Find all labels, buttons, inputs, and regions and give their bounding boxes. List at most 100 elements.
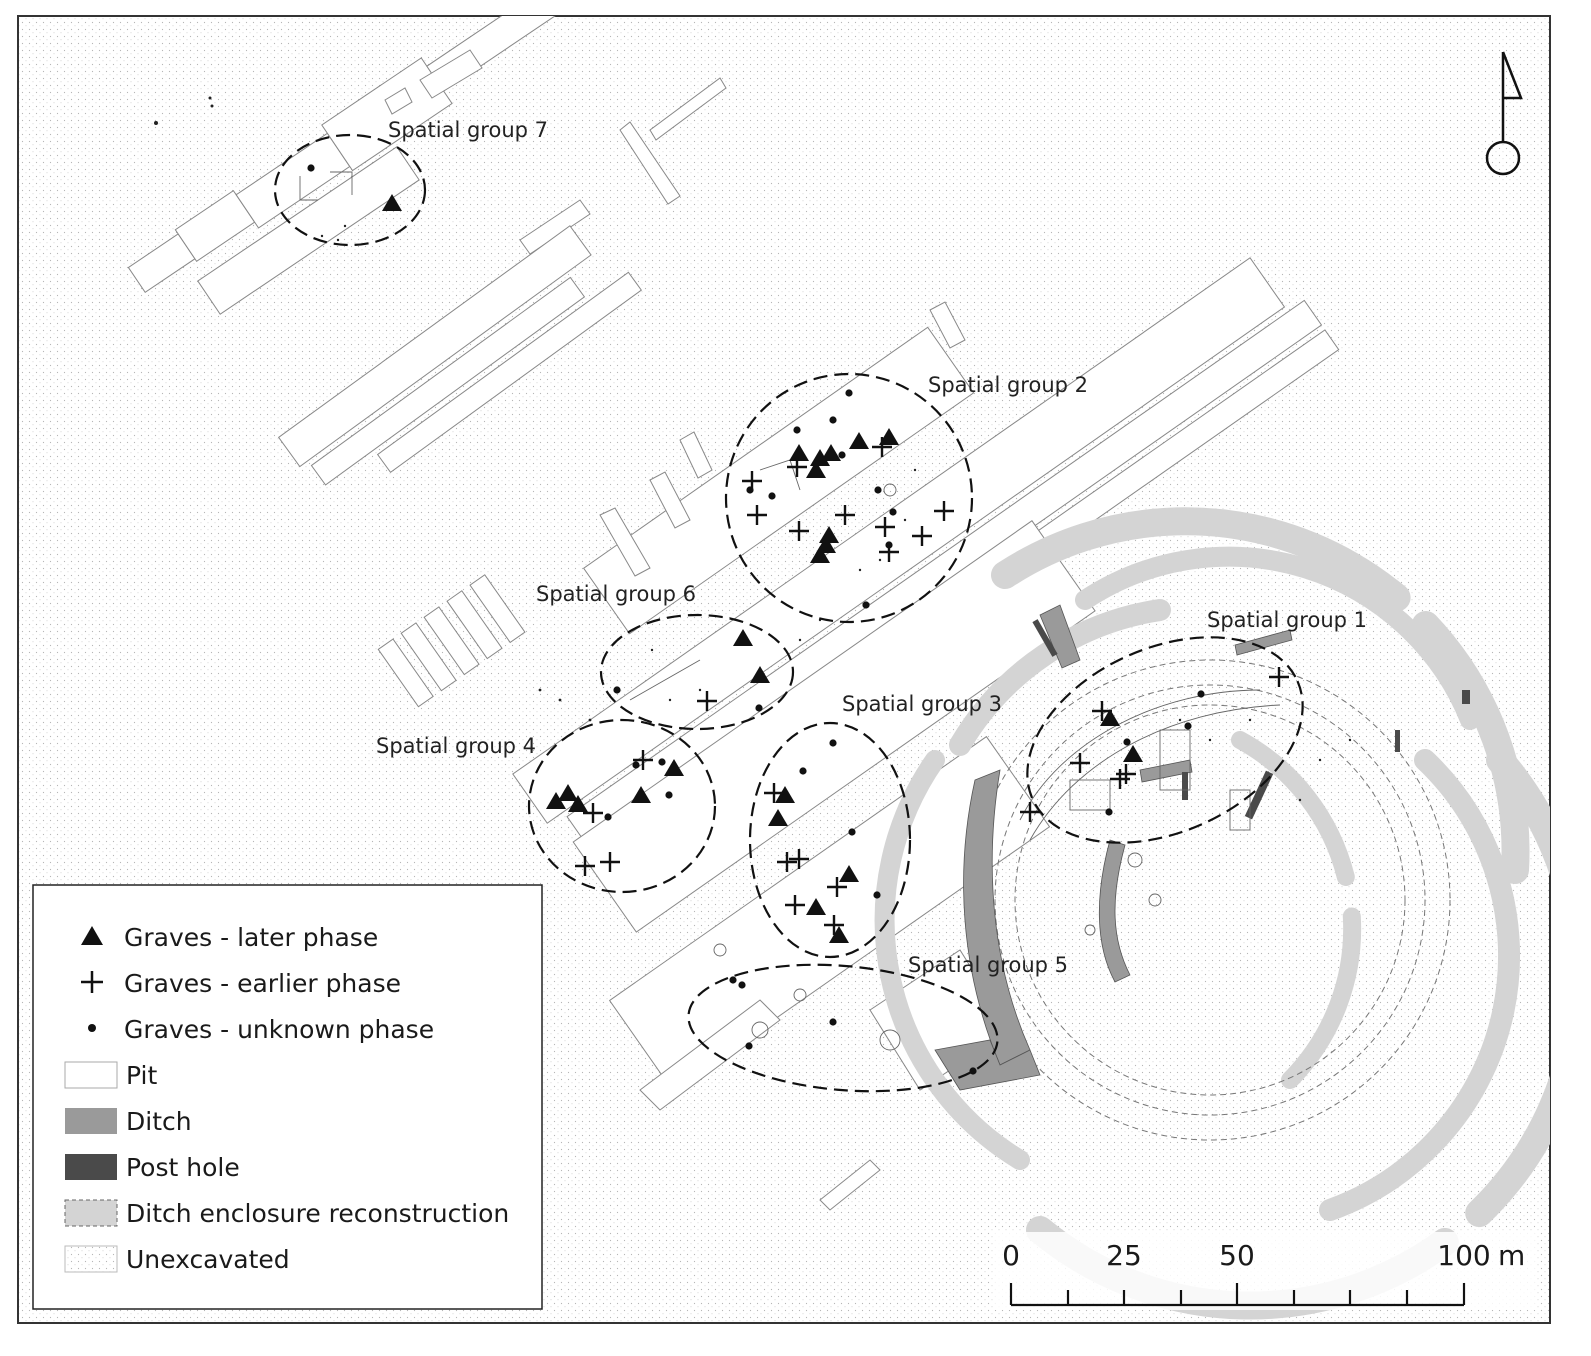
legend-label-reconstruction: Ditch enclosure reconstruction	[126, 1199, 509, 1228]
grave-unknown-phase-marker	[755, 704, 763, 712]
grave-unknown-phase-marker	[848, 828, 856, 836]
spatial-group-4-boundary	[527, 718, 717, 894]
legend-label-unexcavated: Unexcavated	[126, 1245, 290, 1274]
grave-later-phase-marker	[879, 428, 899, 445]
grave-earlier-phase-marker	[835, 505, 855, 525]
grave-unknown-phase-marker	[1184, 722, 1192, 730]
grave-unknown-phase-marker	[829, 416, 837, 424]
spatial-group-4-label: Spatial group 4	[376, 734, 536, 758]
grave-earlier-phase-marker	[583, 803, 603, 823]
unexcavated-swatch	[64, 1245, 118, 1273]
grave-later-phase-marker	[810, 546, 830, 563]
legend-label-ditch: Ditch	[126, 1107, 192, 1136]
spatial-group-5-label: Spatial group 5	[908, 953, 1068, 977]
grave-unknown-phase-marker	[1197, 690, 1205, 698]
grave-unknown-phase-marker	[632, 761, 640, 769]
grave-later-phase-marker	[839, 865, 859, 882]
grave-earlier-phase-marker	[872, 437, 892, 457]
grave-later-phase-marker	[810, 449, 830, 466]
spatial-group-6-label: Spatial group 6	[536, 582, 696, 606]
reconstruction-swatch	[64, 1199, 118, 1227]
grave-unknown-phase-marker	[889, 508, 897, 516]
grave-later-phase-marker	[382, 194, 402, 211]
grave-later-phase-marker	[546, 792, 566, 809]
grave-later-phase-marker	[768, 809, 788, 826]
spatial-group-7-boundary	[273, 133, 427, 247]
grave-unknown-phase-marker	[307, 164, 315, 172]
grave-earlier-phase-marker	[824, 915, 844, 935]
grave-unknown-phase-marker	[729, 976, 737, 984]
scale-tick-50: 50	[1219, 1239, 1255, 1272]
grave-unknown-phase-marker	[745, 1042, 753, 1050]
grave-unknown-phase-marker	[604, 813, 612, 821]
grave-unknown-phase-marker	[746, 486, 754, 494]
grave-earlier-phase-marker	[789, 849, 809, 869]
grave-symbols	[307, 164, 1289, 1075]
grave-unknown-phase-marker	[793, 426, 801, 434]
grave-unknown-phase-marker	[874, 486, 882, 494]
legend-label-post-hole: Post hole	[126, 1153, 240, 1182]
spatial-group-5-boundary	[687, 963, 999, 1093]
grave-later-phase-marker	[789, 444, 809, 461]
grave-later-phase-marker	[558, 784, 578, 801]
legend-label-pit: Pit	[126, 1061, 157, 1090]
grave-earlier-phase-marker	[1020, 802, 1040, 822]
grave-earlier-phase-marker	[787, 457, 807, 477]
grave-later-phase-marker	[664, 759, 684, 776]
grave-earlier-phase-marker	[827, 877, 847, 897]
grave-earlier-phase-marker	[777, 852, 797, 872]
ditch-swatch	[65, 1108, 117, 1134]
scale-tick-25: 25	[1106, 1239, 1142, 1272]
grave-later-phase-marker	[806, 898, 826, 915]
grave-earlier-phase-marker	[785, 895, 805, 915]
grave-unknown-phase-marker	[969, 1067, 977, 1075]
grave-later-phase-marker	[829, 926, 849, 943]
grave-unknown-phase-marker	[829, 1018, 837, 1026]
spatial-group-3-label: Spatial group 3	[842, 692, 1002, 716]
post-hole-swatch	[65, 1154, 117, 1180]
grave-later-phase-marker	[631, 786, 651, 803]
grave-later-phase-marker	[1100, 709, 1120, 726]
spatial-group-1-boundary	[1026, 636, 1304, 844]
legend-label-earlier-phase: Graves - earlier phase	[124, 969, 401, 998]
spatial-group-6-boundary	[599, 613, 795, 731]
dot-icon	[88, 1024, 96, 1032]
spatial-group-3-boundary	[748, 721, 912, 959]
spatial-group-2-label: Spatial group 2	[928, 373, 1088, 397]
spatial-group-7-label: Spatial group 7	[388, 118, 548, 142]
grave-unknown-phase-marker	[829, 739, 837, 747]
scale-tick-100: 100	[1437, 1239, 1490, 1272]
pit-swatch	[64, 1061, 118, 1089]
grave-unknown-phase-marker	[799, 767, 807, 775]
spatial-group-1-label: Spatial group 1	[1207, 608, 1367, 632]
north-arrow-icon	[1485, 51, 1523, 176]
grave-earlier-phase-marker	[875, 517, 895, 537]
grave-later-phase-marker	[819, 526, 839, 543]
grave-later-phase-marker	[816, 536, 836, 553]
grave-later-phase-marker	[1123, 745, 1143, 762]
grave-unknown-phase-marker	[738, 981, 746, 989]
legend-label-unknown-phase: Graves - unknown phase	[124, 1015, 434, 1044]
grave-earlier-phase-marker	[747, 505, 767, 525]
legend-label-later-phase: Graves - later phase	[124, 923, 378, 952]
grave-later-phase-marker	[849, 432, 869, 449]
grave-unknown-phase-marker	[873, 891, 881, 899]
legend-box	[32, 884, 543, 1310]
grave-earlier-phase-marker	[934, 501, 954, 521]
scale-bar: 0 25 50 100 m	[995, 1232, 1535, 1310]
ditches	[934, 604, 1293, 1091]
triangle-icon	[81, 926, 103, 945]
grave-earlier-phase-marker	[1116, 764, 1136, 784]
scale-tick-0: 0	[1002, 1239, 1020, 1272]
grave-unknown-phase-marker	[768, 492, 776, 500]
grave-unknown-phase-marker	[658, 758, 666, 766]
grave-earlier-phase-marker	[1269, 667, 1289, 687]
excavation-trenches	[127, 16, 1340, 1211]
legend: Graves - later phase Graves - earlier ph…	[32, 884, 543, 1310]
grave-unknown-phase-marker	[665, 791, 673, 799]
grave-earlier-phase-marker	[912, 526, 932, 546]
grave-later-phase-marker	[750, 666, 770, 683]
grave-unknown-phase-marker	[885, 541, 893, 549]
post-holes	[1032, 619, 1470, 820]
